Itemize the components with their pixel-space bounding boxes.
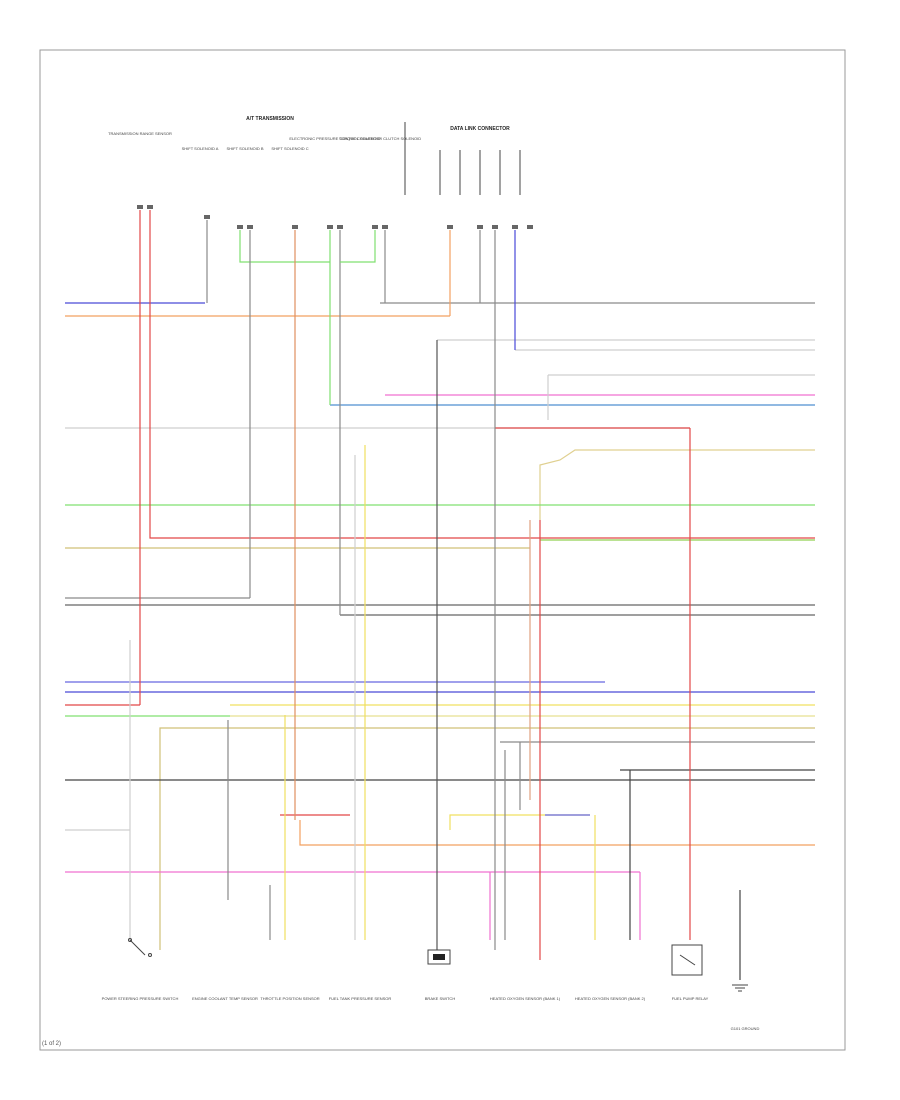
connector-pin [477,225,483,229]
comp-throttle-position-sensor: THROTTLE POSITION SENSOR [260,996,319,1001]
top-connectors [137,205,533,229]
connector-pin [247,225,253,229]
comp-shift-solenoid-a: SHIFT SOLENOID A [182,146,219,151]
page-footer-code: (1 of 2) [42,1041,61,1047]
vertical-wires [129,210,741,980]
horizontal-wires [65,210,815,950]
connector-pin [527,225,533,229]
comp-tcc-solenoid: TORQUE CONVERTER CLUTCH SOLENOID [339,136,421,141]
vwire-green-c [340,230,376,263]
connector-pin [372,225,378,229]
diagram-frame [39,49,846,1051]
comp-pcm-ground: G101 GROUND [731,1026,760,1031]
comp-o2-sensor-2: HEATED OXYGEN SENSOR (BANK 2) [575,996,646,1001]
switch-symbol [128,938,152,957]
connector-pin [447,225,453,229]
top-right-title: DATA LINK CONNECTOR [450,126,510,132]
wire-tan-1 [539,449,815,520]
connector-pin [292,225,298,229]
comp-shift-solenoid-b: SHIFT SOLENOID B [226,146,263,151]
connector-pin [204,215,210,219]
wire-yellow-3 [449,814,590,830]
connector-pin [327,225,333,229]
wire-red-2 [149,210,815,539]
vwire-green-a [239,230,330,263]
connector-pin [147,205,153,209]
wire-tan-3 [159,727,815,950]
comp-power-steering-switch: POWER STEERING PRESSURE SWITCH [102,996,179,1001]
wire-orange-2 [299,820,815,846]
relay-symbol [671,944,703,976]
comp-epc-solenoid: ELECTRONIC PRESSURE CONTROL SOLENOID [289,136,380,141]
brake-switch-symbol [427,949,451,965]
comp-o2-sensor-1: HEATED OXYGEN SENSOR (BANK 1) [490,996,561,1001]
top-title: A/T TRANSMISSION [246,116,294,122]
ground-symbol [732,984,748,992]
comp-fuel-pump-relay: FUEL PUMP RELAY [672,996,709,1001]
bottom-component-block: POWER STEERING PRESSURE SWITCH ENGINE CO… [102,938,760,1031]
top-component-block: A/T TRANSMISSION DATA LINK CONNECTOR TRA… [108,116,521,195]
comp-brake-switch: BRAKE SWITCH [425,996,456,1001]
connector-pin [237,225,243,229]
comp-shift-solenoid-c: SHIFT SOLENOID C [271,146,308,151]
connector-pin [137,205,143,209]
connector-pin [337,225,343,229]
dlc-pins [439,150,521,195]
comp-trans-range-sensor: TRANSMISSION RANGE SENSOR [108,131,172,136]
connector-pin [492,225,498,229]
comp-fuel-tank-sensor: FUEL TANK PRESSURE SENSOR [329,996,392,1001]
connector-pin [512,225,518,229]
comp-engine-coolant-sensor: ENGINE COOLANT TEMP SENSOR [192,996,258,1001]
brake-switch-body [433,954,445,960]
connector-pin [382,225,388,229]
